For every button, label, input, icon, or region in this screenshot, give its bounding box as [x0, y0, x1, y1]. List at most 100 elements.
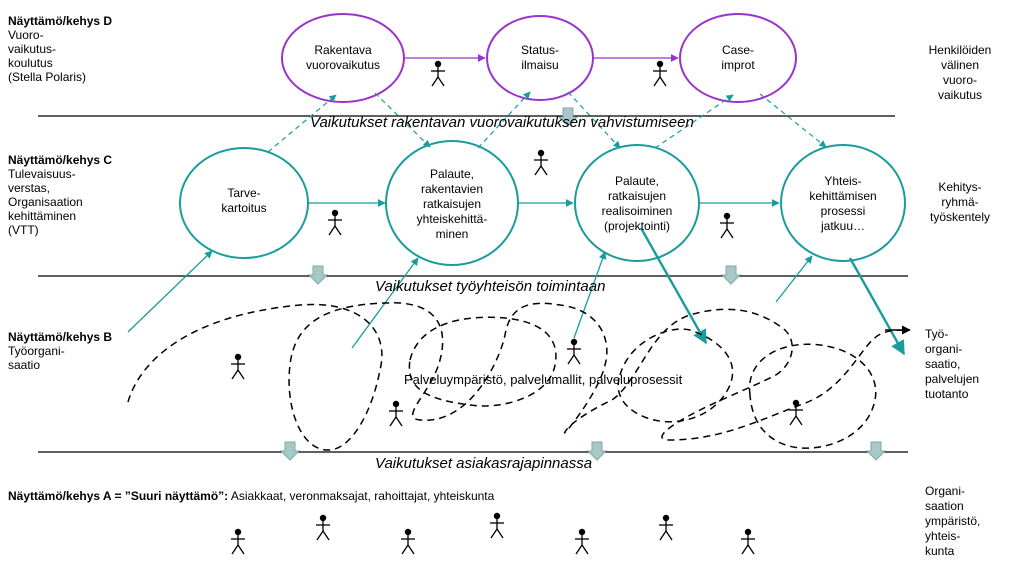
right-label-line: Organi-: [925, 484, 966, 498]
node-line: Rakentava: [314, 43, 372, 57]
level-c-line: (VTT): [8, 223, 39, 237]
node-line: Case-: [721, 43, 754, 57]
stick-figure-icon: [230, 528, 246, 555]
node-line: ratkaisujen: [422, 197, 482, 211]
node-c-palaute1: Palaute, rakentavien ratkaisujen yhteisk…: [392, 167, 512, 242]
node-line: kehittämisen: [809, 189, 877, 203]
right-label-line: Henkilöiden: [928, 43, 992, 57]
right-label-line: työskentely: [929, 210, 991, 224]
node-d-case: Case- improt: [688, 43, 788, 73]
node-line: ratkaisujen: [607, 189, 667, 203]
dashed-teal-arrow: [267, 94, 337, 153]
node-line: ilmaisu: [521, 58, 559, 72]
node-line: minen: [435, 227, 469, 241]
down-arrow-icon: [721, 265, 741, 285]
stick-figure-icon: [533, 149, 549, 176]
down-arrow-icon: [308, 265, 328, 285]
right-label-d: Henkilöiden välinen vuoro- vaikutus: [915, 43, 1005, 103]
dashed-loop: [748, 343, 877, 449]
level-c-line: Organisaation: [8, 195, 83, 209]
level-a-title: Näyttämö/kehys A = ”Suuri näyttämö”:: [8, 489, 229, 503]
node-line: kartoitus: [221, 201, 267, 215]
node-line: improt: [721, 58, 755, 72]
stick-figure-icon: [788, 399, 804, 426]
stick-figure-icon: [400, 528, 416, 555]
node-d-case-ellipse: [679, 13, 797, 103]
level-a-label: Näyttämö/kehys A = ”Suuri näyttämö”: Asi…: [8, 489, 494, 503]
node-line: prosessi: [820, 204, 866, 218]
dashed-process-curve: [127, 302, 906, 451]
node-d-status-ellipse: [486, 15, 594, 101]
right-label-line: Työ-: [925, 327, 949, 341]
level-d-label: Näyttämö/kehys D Vuoro- vaikutus- koulut…: [8, 14, 112, 84]
right-label-line: ryhmä-: [941, 195, 979, 209]
right-label-line: palvelujen: [925, 372, 980, 386]
node-line: (projektointi): [603, 219, 671, 233]
stick-figure-icon: [658, 514, 674, 541]
node-c-tarve: Tarve- kartoitus: [198, 186, 290, 216]
node-line: Yhteis-: [824, 174, 862, 188]
right-label-c: Kehitys- ryhmä- työskentely: [915, 180, 1005, 225]
stick-figure-icon: [719, 212, 735, 239]
node-d-status: Status- ilmaisu: [490, 43, 590, 73]
level-b-line: saatio: [8, 358, 41, 372]
stick-figure-icon: [652, 60, 668, 87]
stick-figure-icon: [315, 514, 331, 541]
dashed-teal-arrow: [374, 92, 431, 148]
right-label-line: kunta: [925, 544, 955, 558]
down-arrow-icon: [280, 441, 300, 461]
teal-arrow: [775, 255, 813, 303]
right-label-line: vaikutus: [937, 88, 983, 102]
level-b-label: Näyttämö/kehys B Työorgani- saatio: [8, 330, 112, 372]
node-line: yhteiskehittä-: [416, 212, 488, 226]
stick-figure-icon: [566, 338, 582, 365]
stick-figure-icon: [740, 528, 756, 555]
node-line: Palaute,: [614, 174, 660, 188]
right-label-line: saation: [925, 499, 964, 513]
service-text: Palveluympäristö, palvelumallit, palvelu…: [404, 372, 683, 387]
level-c-line: kehittäminen: [8, 209, 77, 223]
node-d-rakentava: Rakentava vuorovaikutus: [283, 43, 403, 73]
node-line: jatkuu…: [820, 219, 866, 233]
right-label-line: saatio,: [925, 357, 961, 371]
band-caption-d-c: Vaikutukset rakentavan vuorovaikutuksen …: [310, 114, 694, 131]
node-c-yhteis: Yhteis- kehittämisen prosessi jatkuu…: [783, 174, 903, 234]
level-d-line: Vuoro-: [8, 28, 44, 42]
right-label-b: Työ- organi- saatio, palvelujen tuotanto: [925, 327, 979, 402]
right-label-a: Organi- saation ympäristö, yhteis- kunta: [925, 484, 980, 559]
stick-figure-icon: [327, 209, 343, 236]
dashed-teal-arrow: [759, 93, 827, 148]
level-c-title: Näyttämö/kehys C: [8, 153, 113, 167]
right-label-line: ympäristö,: [925, 514, 981, 528]
stick-figure-icon: [489, 512, 505, 539]
thick-teal-arrow: [639, 227, 708, 345]
node-line: realisoiminen: [601, 204, 673, 218]
down-arrow-icon: [866, 441, 886, 461]
stick-figure-icon: [230, 353, 246, 380]
band-caption-c-b: Vaikutukset työyhteisön toimintaan: [375, 278, 606, 295]
dashed-loop: [617, 328, 734, 423]
level-d-line: vaikutus-: [8, 42, 57, 56]
dashed-teal-arrow: [477, 91, 531, 149]
right-label-line: välinen: [940, 58, 980, 72]
node-line: Tarve-: [227, 186, 261, 200]
level-c-line: verstas,: [8, 181, 51, 195]
level-c-label: Näyttämö/kehys C Tulevaisuus- verstas, O…: [8, 153, 112, 237]
node-c-yhteis-ellipse: [780, 144, 906, 262]
right-label-line: vuoro-: [942, 73, 977, 87]
dashed-loop: [408, 316, 557, 407]
teal-arrow: [127, 250, 213, 333]
node-line: Palaute,: [429, 167, 475, 181]
level-b-title: Näyttämö/kehys B: [8, 330, 113, 344]
dashed-teal-arrow: [567, 91, 621, 149]
stick-figure-icon: [388, 400, 404, 427]
node-c-palaute2: Palaute, ratkaisujen realisoiminen (proj…: [577, 174, 697, 234]
level-b-line: Työorgani-: [8, 344, 65, 358]
stick-figure-icon: [430, 60, 446, 87]
level-d-line: (Stella Polaris): [8, 70, 87, 84]
level-d-title: Näyttämö/kehys D: [8, 14, 113, 28]
band-caption-b-a: Vaikutukset asiakasrajapinnassa: [375, 455, 593, 472]
stick-figure-icon: [574, 528, 590, 555]
node-line: rakentavien: [420, 182, 484, 196]
